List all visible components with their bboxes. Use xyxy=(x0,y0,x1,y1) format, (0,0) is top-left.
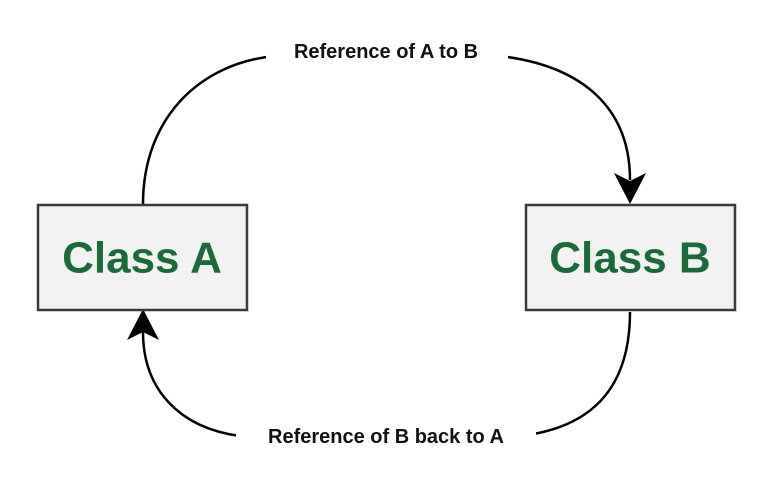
node-class-b-label: Class B xyxy=(549,234,710,283)
edge-a-to-b xyxy=(141,54,646,205)
edge-a-to-b-arrowhead xyxy=(614,173,646,204)
edge-b-to-a xyxy=(127,309,632,438)
edge-a-to-b-line xyxy=(141,54,632,205)
edge-label-b-to-a-text: Reference of B back to A xyxy=(268,426,504,448)
node-class-a-label: Class A xyxy=(62,234,222,283)
edge-label-a-to-b-text: Reference of A to B xyxy=(294,41,478,63)
node-class-a: Class A xyxy=(36,203,249,312)
edge-label-a-to-b: Reference of A to B xyxy=(266,36,508,68)
edge-b-to-a-arrowhead xyxy=(127,309,159,340)
node-class-b: Class B xyxy=(524,203,737,312)
node-class-b-box xyxy=(524,203,737,312)
edge-label-b-to-a: Reference of B back to A xyxy=(236,420,536,452)
node-class-a-box xyxy=(36,203,249,312)
edge-b-to-a-line xyxy=(141,311,632,438)
